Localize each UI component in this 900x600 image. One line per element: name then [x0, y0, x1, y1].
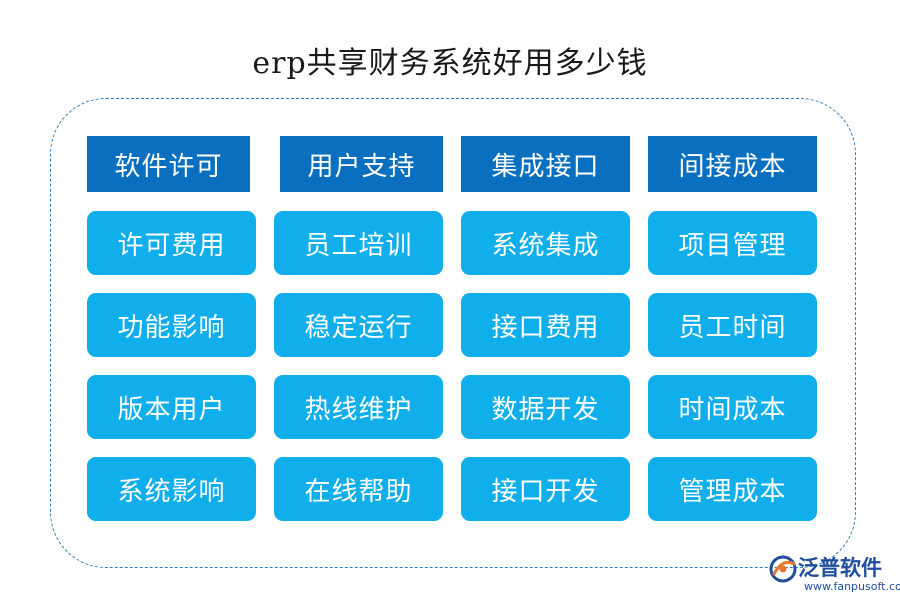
- logo-name: 泛普软件: [798, 556, 882, 580]
- item-version-users: 版本用户: [87, 375, 256, 439]
- header-integration-interface: 集成接口: [461, 136, 630, 192]
- item-interface-fee: 接口费用: [461, 293, 630, 357]
- fanpu-logo: 泛普软件 www.fanpusoft.com: [768, 552, 900, 598]
- item-license-fee: 许可费用: [87, 211, 256, 275]
- item-system-integration: 系统集成: [461, 211, 630, 275]
- header-indirect-cost: 间接成本: [648, 136, 817, 192]
- item-interface-development: 接口开发: [461, 457, 630, 521]
- item-data-development: 数据开发: [461, 375, 630, 439]
- header-software-license: 软件许可: [87, 136, 250, 192]
- item-stable-operation: 稳定运行: [274, 293, 443, 357]
- item-project-management: 项目管理: [648, 211, 817, 275]
- dashed-frame: [50, 98, 856, 568]
- logo-mark-icon: [769, 555, 797, 583]
- item-staff-time: 员工时间: [648, 293, 817, 357]
- logo-url: www.fanpusoft.com: [804, 580, 900, 593]
- item-staff-training: 员工培训: [274, 211, 443, 275]
- item-management-cost: 管理成本: [648, 457, 817, 521]
- diagram-title: erp共享财务系统好用多少钱: [252, 46, 648, 81]
- item-system-impact: 系统影响: [87, 457, 256, 521]
- item-time-cost: 时间成本: [648, 375, 817, 439]
- item-hotline-maintenance: 热线维护: [274, 375, 443, 439]
- item-online-help: 在线帮助: [274, 457, 443, 521]
- header-user-support: 用户支持: [280, 136, 443, 192]
- item-function-impact: 功能影响: [87, 293, 256, 357]
